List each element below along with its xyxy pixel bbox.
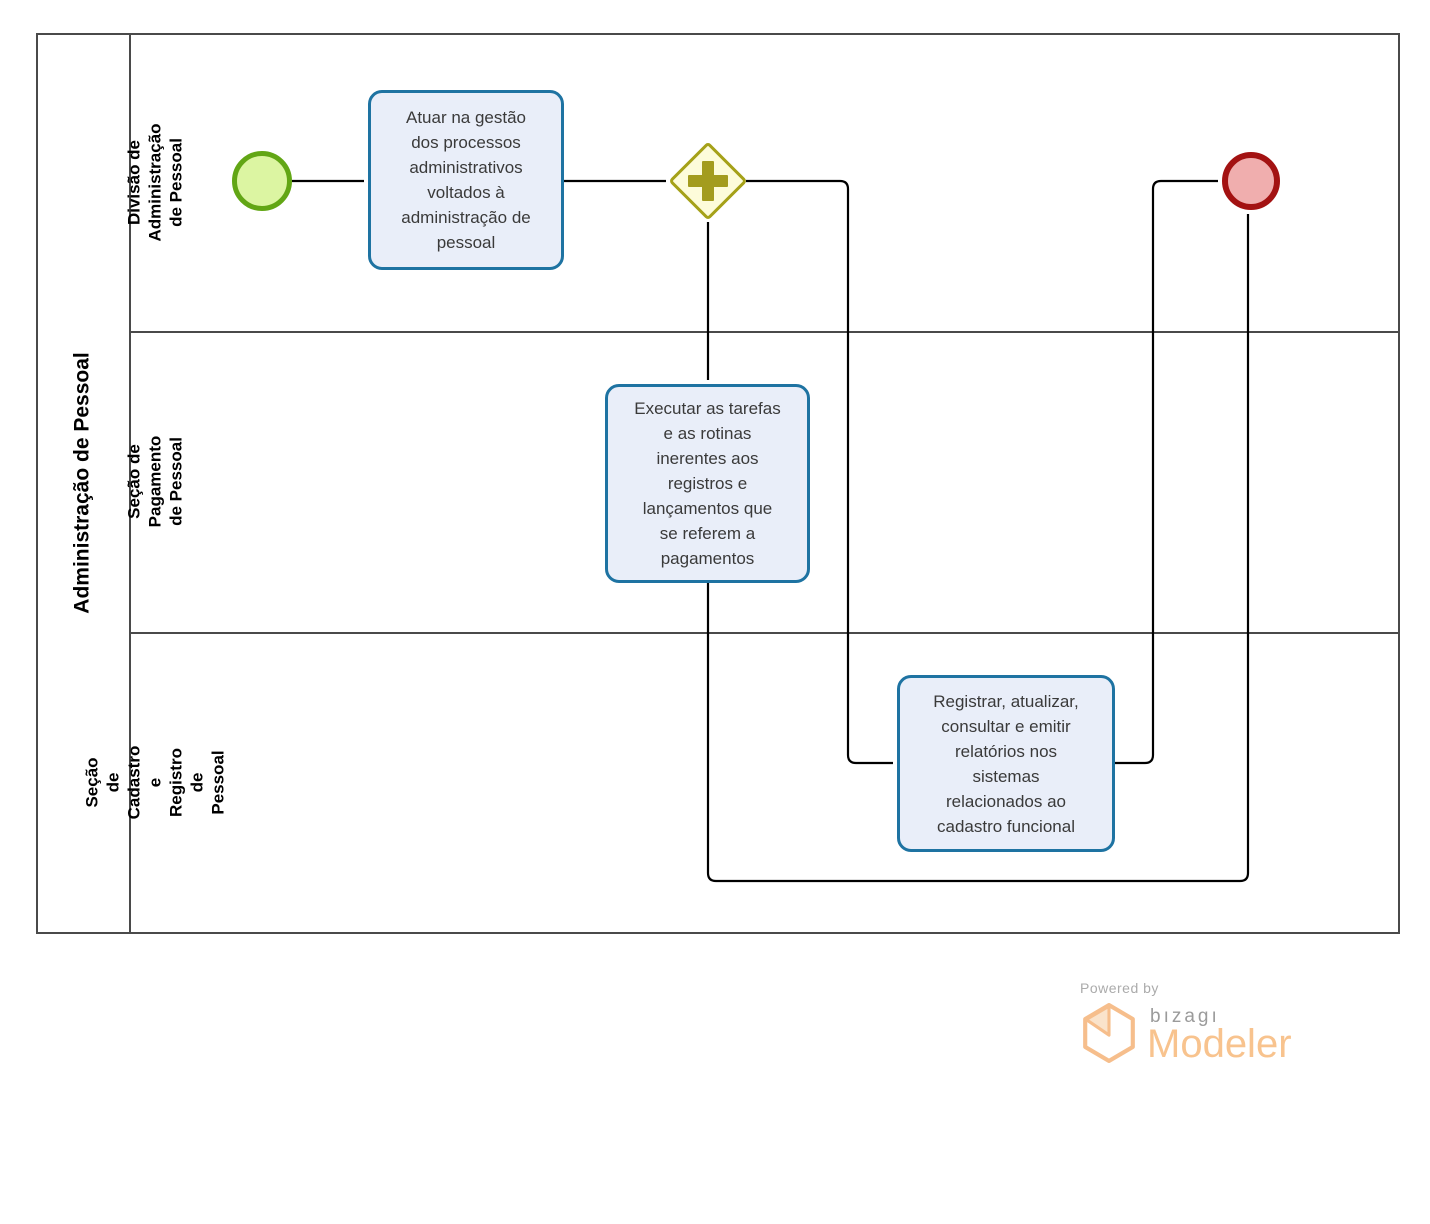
task-label: Executar as tarefas e as rotinas inerent… bbox=[634, 399, 781, 568]
bizagi-logo-icon bbox=[1083, 1003, 1135, 1063]
pool-header[interactable]: Administração de Pessoal bbox=[36, 33, 131, 932]
pool-administracao-de-pessoal bbox=[36, 33, 1400, 934]
task-registrar-atualizar[interactable]: Registrar, atualizar, consultar e emitir… bbox=[897, 675, 1115, 852]
task-atuar-na-gestao[interactable]: Atuar na gestão dos processos administra… bbox=[368, 90, 564, 270]
task-executar-tarefas[interactable]: Executar as tarefas e as rotinas inerent… bbox=[605, 384, 810, 583]
lane-divider-2 bbox=[131, 632, 1398, 634]
lane-label: Seção de Pagamento de Pessoal bbox=[124, 435, 186, 528]
end-event[interactable] bbox=[1222, 152, 1280, 210]
bizagi-wordmark: bızagı bbox=[1150, 1006, 1220, 1027]
lane-secao-cadastro-registro[interactable]: Seção de Cadastro e Registro de Pessoal bbox=[83, 632, 228, 932]
lane-secao-pagamento[interactable]: Seção de Pagamento de Pessoal bbox=[125, 331, 186, 632]
modeler-wordmark: Modeler bbox=[1147, 1022, 1292, 1066]
lane-label: Seção de Cadastro e Registro de Pessoal bbox=[82, 745, 228, 819]
start-event[interactable] bbox=[232, 151, 292, 211]
powered-by-label: Powered by bbox=[1080, 980, 1159, 996]
lane-divider-1 bbox=[131, 331, 1398, 333]
plus-icon bbox=[702, 161, 714, 201]
lane-label: Divisão de Administração de Pessoal bbox=[124, 122, 186, 242]
pool-title: Administração de Pessoal bbox=[70, 351, 94, 614]
task-label: Atuar na gestão dos processos administra… bbox=[401, 108, 531, 252]
task-label: Registrar, atualizar, consultar e emitir… bbox=[933, 691, 1079, 836]
lane-divisao-administracao[interactable]: Divisão de Administração de Pessoal bbox=[125, 33, 186, 331]
